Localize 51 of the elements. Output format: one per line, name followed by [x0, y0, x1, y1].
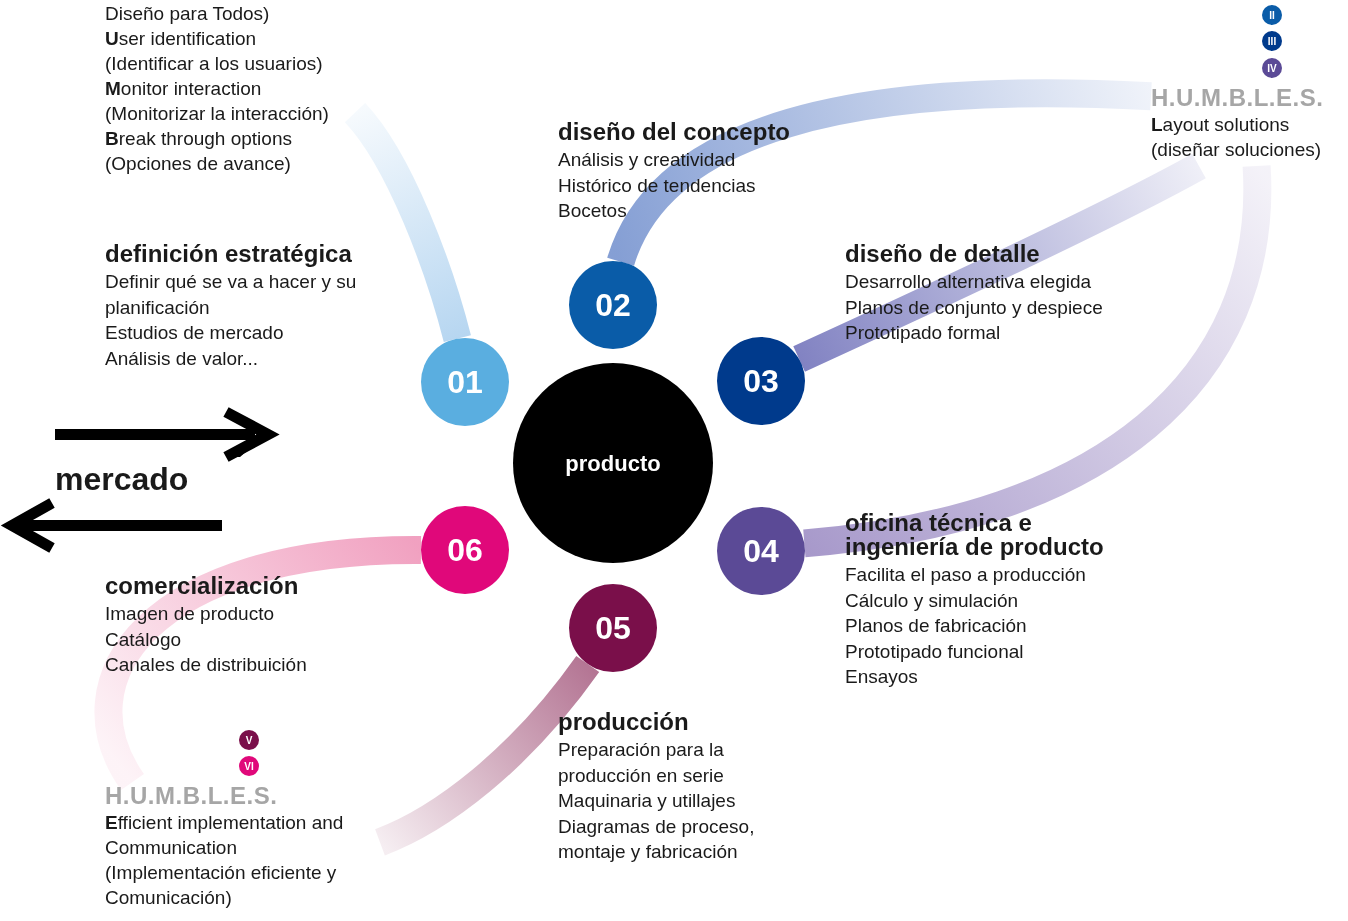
roman-numeral-badge: IV	[1262, 58, 1282, 78]
text-line: Análisis y creatividad	[558, 148, 737, 172]
text-line: Ensayos	[845, 665, 919, 689]
text-line: Layout solutions	[1151, 113, 1291, 137]
text-line: (Monitorizar la interacción)	[105, 102, 330, 126]
step-heading: diseño del concepto	[558, 120, 791, 144]
step-heading: diseño de detalle	[845, 242, 1041, 266]
curved-band	[94, 536, 422, 789]
step-heading: definición estratégica	[105, 242, 353, 266]
curved-band	[607, 79, 1152, 268]
text-line: (Identificar a los usuarios)	[105, 52, 324, 76]
step-heading: producción	[558, 710, 690, 734]
roman-numeral-badge: III	[1262, 31, 1282, 51]
text-line: Maquinaria y utillajes	[558, 789, 737, 813]
text-line: Planos de conjunto y despiece	[845, 295, 1103, 320]
step-heading: comercialización	[105, 574, 300, 598]
step-heading: oficina técnica e ingeniería de producto	[845, 511, 1105, 559]
text-line: Análisis de valor...	[105, 346, 260, 371]
text-line: Diseño para Todos)	[105, 2, 271, 26]
curved-band	[802, 165, 1271, 558]
text-line: Prototipado funcional	[845, 639, 1025, 664]
text-line: Monitor interaction	[105, 77, 263, 101]
text-line: Break through options	[105, 127, 293, 151]
text-line: Imagen de producto	[105, 602, 275, 626]
text-line: Canales de distribuición	[105, 653, 307, 677]
text-line: Planos de fabricación	[845, 614, 1028, 638]
text-line: (diseñar soluciones)	[1151, 138, 1323, 162]
market-label: mercado	[55, 460, 189, 498]
text-line: Facilita el paso a producción	[845, 563, 1087, 587]
text-line: Histórico de tendencias	[558, 173, 757, 198]
text-line: Preparación para la producción en serie	[558, 738, 725, 788]
roman-numeral-badge: V	[239, 730, 259, 750]
acronym-heading: H.U.M.B.L.E.S.	[105, 782, 279, 810]
text-line: Cálculo y simulación	[845, 588, 1020, 613]
curved-band	[374, 655, 600, 856]
text-line: Catálogo	[105, 627, 183, 652]
text-line: Desarrollo alternativa elegida	[845, 270, 1093, 294]
curved-band	[793, 153, 1206, 372]
text-line: Prototipado formal	[845, 321, 1002, 345]
text-line: (Implementación eficiente y Comunicación)	[105, 861, 338, 910]
text-line: Diagramas de proceso, montaje y fabricación	[558, 814, 756, 864]
roman-numeral-badge: II	[1262, 5, 1282, 25]
text-line: User identification	[105, 27, 258, 51]
text-line: (Opciones de avance)	[105, 152, 292, 176]
text-line: Definir qué se va a hacer y su planificación	[105, 270, 358, 320]
text-line: Efficient implementation and Communication	[105, 811, 345, 860]
roman-numeral-badge: VI	[239, 756, 259, 776]
curved-band	[344, 103, 471, 343]
text-line: Bocetos	[558, 199, 628, 223]
acronym-heading: H.U.M.B.L.E.S.	[1151, 84, 1325, 112]
text-line: Estudios de mercado	[105, 321, 285, 345]
